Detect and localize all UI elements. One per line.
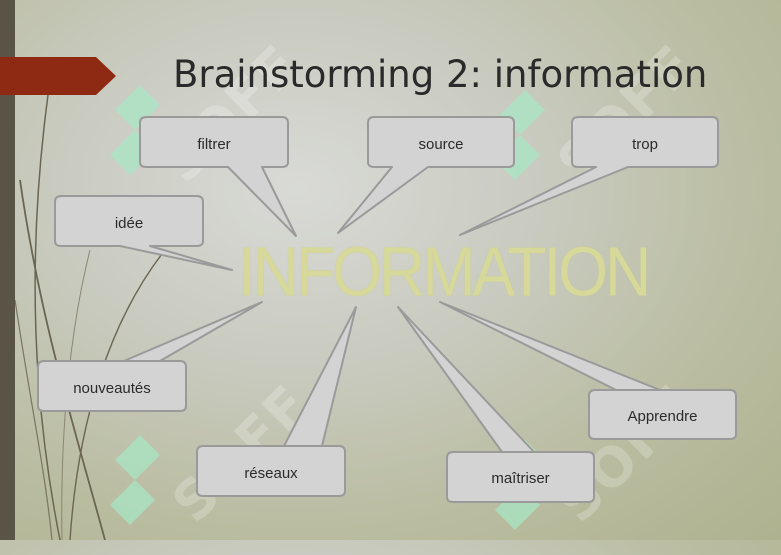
bubble-label-maitriser: maîtriser bbox=[491, 470, 550, 487]
title-arrow-tab bbox=[0, 57, 116, 95]
left-accent-bar bbox=[0, 0, 15, 540]
bubble-label-source: source bbox=[418, 136, 464, 153]
bubble-reseaux-shape bbox=[196, 306, 357, 497]
watermark-logo-icon bbox=[110, 435, 160, 525]
bubble-idee-shape bbox=[54, 195, 233, 271]
bubble-label-nouveautes: nouveautés bbox=[73, 380, 151, 397]
bubble-label-idee: idée bbox=[114, 215, 144, 232]
bubble-label-trop: trop bbox=[632, 136, 658, 153]
bubble-nouveautes-shape bbox=[37, 301, 263, 412]
bubble-apprendre-shape bbox=[439, 301, 737, 440]
bubble-label-filtrer: filtrer bbox=[197, 136, 231, 153]
slide-title: Brainstorming 2: information bbox=[173, 53, 708, 96]
speech-bubbles bbox=[37, 116, 737, 503]
bubble-maitriser-shape bbox=[397, 306, 595, 503]
slide: SOFF SOFF SOFF SOFF Brainstorming 2: inf… bbox=[0, 0, 737, 540]
bubble-filtrer-shape bbox=[139, 116, 297, 237]
bubble-label-apprendre: Apprendre bbox=[627, 408, 698, 425]
bubble-source-shape bbox=[337, 116, 515, 234]
bubble-label-reseaux: réseaux bbox=[244, 465, 298, 482]
bubble-trop-shape bbox=[459, 116, 719, 236]
